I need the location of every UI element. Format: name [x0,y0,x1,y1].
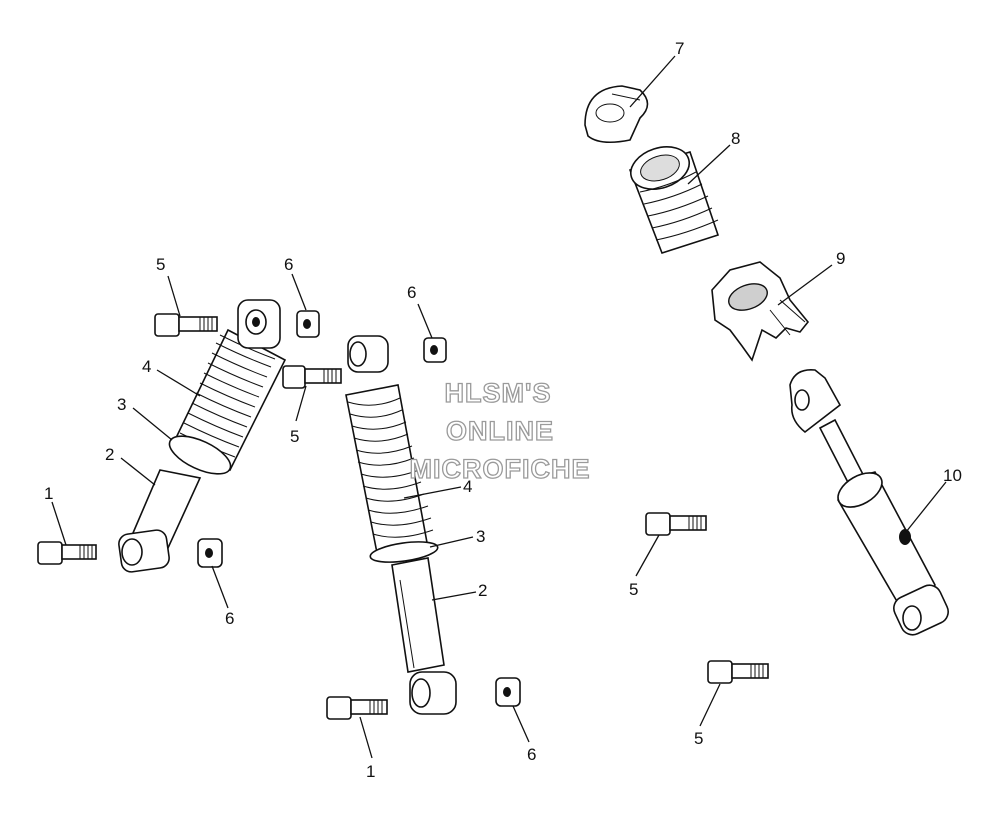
callout-6-lower-center: 6 [527,745,536,764]
watermark-line-3: MICROFICHE [410,454,591,484]
bolt-5-center [282,365,342,389]
callout-1-center: 1 [366,762,375,781]
retainer-clip-7 [584,85,649,144]
bolt-5-right-lower [707,660,769,684]
callout-4-center: 4 [463,477,472,496]
spring-8 [628,146,720,254]
nut-6-upper-center [423,337,447,363]
bolt-5-upper-left [154,313,218,337]
callout-10: 10 [943,466,962,485]
watermark-line-1: HLSM'S [445,378,552,408]
callout-4-left: 4 [142,357,151,376]
nut-6-lower-left [197,538,223,568]
callout-5-center: 5 [290,427,299,446]
center-shock-absorber [345,335,457,715]
callout-7: 7 [675,39,684,58]
callout-6-upper-left: 6 [284,255,293,274]
shock-absorber-10 [789,368,949,636]
callout-3-left: 3 [117,395,126,414]
left-shock-absorber [118,299,287,573]
watermark: HLSM'S ONLINE MICROFICHE [409,377,591,484]
center-spring [345,384,439,563]
nut-6-lower-center [495,677,521,707]
callout-2-center: 2 [478,581,487,600]
callout-6-upper-center: 6 [407,283,416,302]
callout-5-right-lower: 5 [694,729,703,748]
callout-3-center: 3 [476,527,485,546]
callout-2-left: 2 [105,445,114,464]
adjuster-cam-9 [711,261,810,362]
callout-9: 9 [836,249,845,268]
callout-5-right-upper: 5 [629,580,638,599]
bolt-1-center [326,696,388,720]
callout-labels: 1 1 2 2 3 3 4 4 5 5 5 5 6 6 6 6 7 8 9 10 [44,39,962,781]
leader-lines [51,55,947,759]
nut-6-upper-left [296,310,320,338]
callout-5-upper-left: 5 [156,255,165,274]
watermark-line-2: ONLINE [446,416,554,446]
callout-8: 8 [731,129,740,148]
callout-6-lower-left: 6 [225,609,234,628]
callout-1-left: 1 [44,484,53,503]
bolt-1-left [37,541,97,565]
bolt-5-right-upper [645,512,707,536]
left-spring [168,328,287,475]
